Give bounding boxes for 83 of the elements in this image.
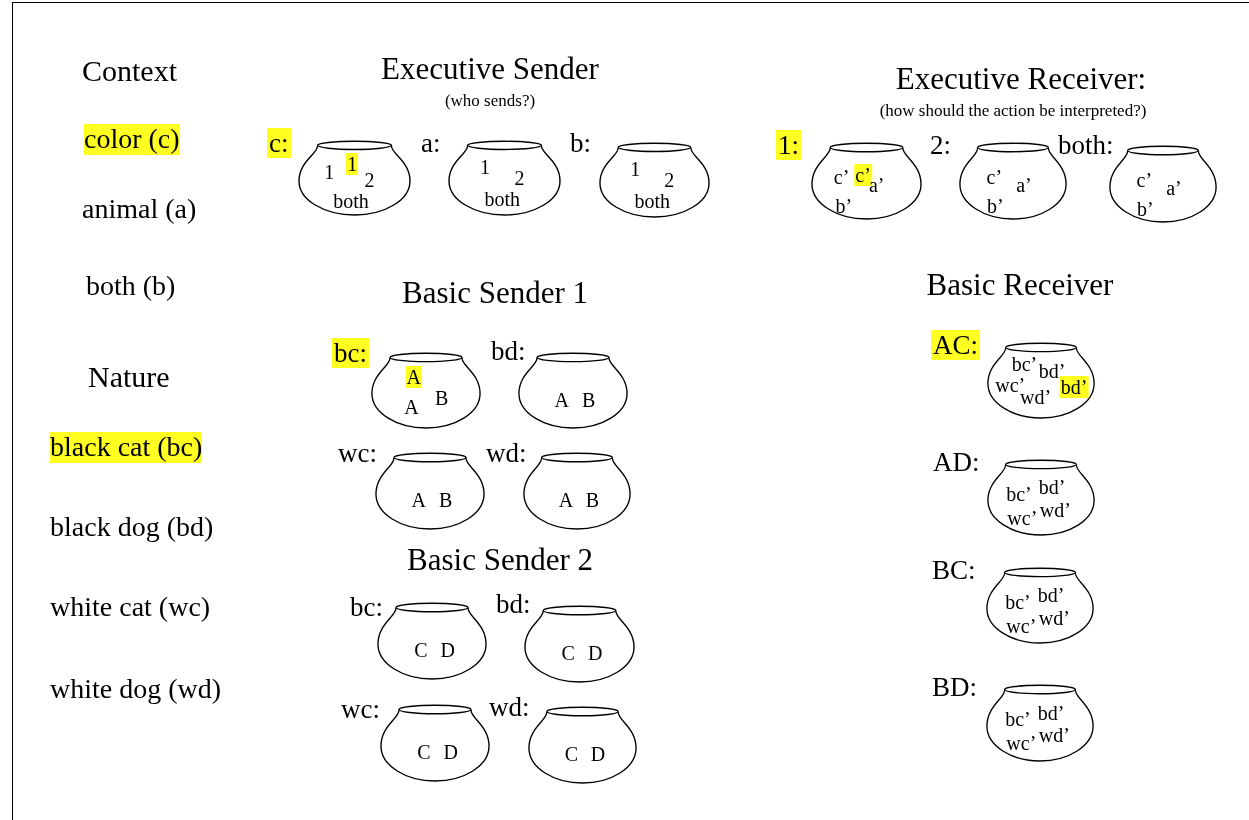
state-label: black cat (bc) bbox=[50, 432, 203, 463]
ball-label: D bbox=[589, 743, 607, 766]
ball-label: a’ bbox=[1015, 173, 1033, 196]
urn-label: bc: bbox=[349, 592, 384, 622]
urn-label: wc: bbox=[340, 694, 381, 724]
urn-label: BD: bbox=[931, 672, 978, 702]
urn-label: c: bbox=[267, 128, 291, 158]
section-heading: Basic Receiver bbox=[926, 268, 1114, 303]
ball-label: 1 bbox=[346, 153, 359, 176]
ball-label: B bbox=[581, 388, 597, 411]
ball-label: D bbox=[587, 642, 604, 665]
ball-label: b’ bbox=[1136, 197, 1155, 220]
ball-label: bd’ bbox=[1036, 701, 1066, 724]
ball-label: bc’ bbox=[1005, 482, 1033, 505]
section-subtitle: (how should the action be interpreted?) bbox=[879, 102, 1147, 121]
ball-label: B bbox=[434, 387, 450, 410]
urn-label: wd: bbox=[488, 692, 531, 722]
ball-label: 1 bbox=[478, 156, 491, 179]
ball-label: 1 bbox=[323, 160, 336, 183]
urn-label: both: bbox=[1057, 130, 1115, 160]
urn-label: 1: bbox=[776, 130, 801, 160]
ball-label: wd’ bbox=[1037, 606, 1071, 629]
ball-label: bc’ bbox=[1010, 352, 1039, 375]
ball-label: B bbox=[438, 489, 454, 512]
section-subtitle: (who sends?) bbox=[444, 92, 536, 111]
ball-label: both bbox=[332, 189, 370, 212]
ball-label: B bbox=[584, 489, 601, 512]
state-label: white dog (wd) bbox=[50, 674, 222, 705]
urn-label: a: bbox=[420, 128, 442, 158]
ball-label: A bbox=[557, 489, 575, 512]
urn-label: AC: bbox=[931, 330, 980, 360]
urn-label: b: bbox=[569, 128, 592, 158]
ball-label: 2 bbox=[363, 168, 376, 191]
urn-label: bd: bbox=[495, 589, 532, 619]
ball-label: bd’ bbox=[1037, 476, 1067, 499]
ball-label: 2 bbox=[513, 167, 526, 189]
ball-label: C bbox=[413, 639, 429, 662]
ball-label: a’ bbox=[1165, 176, 1183, 199]
state-label: black dog (bd) bbox=[50, 512, 214, 543]
ball-label: bc’ bbox=[1004, 590, 1032, 613]
ball-label: A bbox=[403, 396, 420, 419]
ball-label: A bbox=[405, 366, 422, 389]
ball-label: both bbox=[483, 188, 521, 211]
ball-label: both bbox=[633, 190, 671, 213]
ball-label: C bbox=[563, 743, 580, 766]
ball-label: bc’ bbox=[1004, 708, 1032, 731]
section-heading: Executive Sender bbox=[381, 52, 599, 87]
ball-label: b’ bbox=[986, 194, 1005, 217]
state-label: both (b) bbox=[86, 271, 176, 302]
ball-label: A bbox=[410, 489, 427, 512]
urn-label: 2: bbox=[929, 130, 952, 160]
ball-label: wc’ bbox=[1005, 614, 1038, 637]
state-label: color (c) bbox=[84, 124, 180, 155]
ball-label: D bbox=[442, 741, 459, 764]
ball-label: D bbox=[439, 639, 456, 662]
urn-label: wc: bbox=[337, 438, 378, 468]
ball-label: b’ bbox=[834, 194, 854, 217]
ball-label: bd’ bbox=[1036, 584, 1066, 607]
state-label: animal (a) bbox=[82, 194, 197, 225]
column-heading: Context bbox=[82, 54, 177, 87]
ball-label: bd’ bbox=[1059, 375, 1089, 398]
ball-label: A bbox=[553, 388, 570, 411]
ball-label: wc’ bbox=[1005, 732, 1038, 755]
urn-label: AD: bbox=[932, 447, 981, 477]
ball-label: wd’ bbox=[1038, 498, 1072, 521]
ball-label: 2 bbox=[663, 169, 676, 191]
ball-label: c’ bbox=[832, 166, 851, 189]
ball-label: C bbox=[416, 741, 432, 764]
urn-label: bc: bbox=[332, 338, 369, 368]
ball-label: wc’ bbox=[1006, 506, 1039, 529]
column-heading: Nature bbox=[88, 360, 170, 393]
ball-label: wd’ bbox=[1037, 724, 1071, 747]
urn-label: BC: bbox=[931, 555, 977, 585]
ball-label: c’ bbox=[985, 166, 1004, 189]
ball-label: C bbox=[560, 642, 576, 665]
state-label: white cat (wc) bbox=[50, 592, 211, 623]
ball-label: c’ bbox=[1135, 169, 1154, 192]
urn-label: bd: bbox=[490, 336, 527, 366]
ball-label: 1 bbox=[629, 158, 642, 181]
section-heading: Basic Sender 1 bbox=[402, 276, 588, 311]
urn-label: wd: bbox=[485, 438, 528, 468]
section-heading: Basic Sender 2 bbox=[407, 543, 593, 578]
section-heading: Executive Receiver: bbox=[895, 62, 1147, 97]
